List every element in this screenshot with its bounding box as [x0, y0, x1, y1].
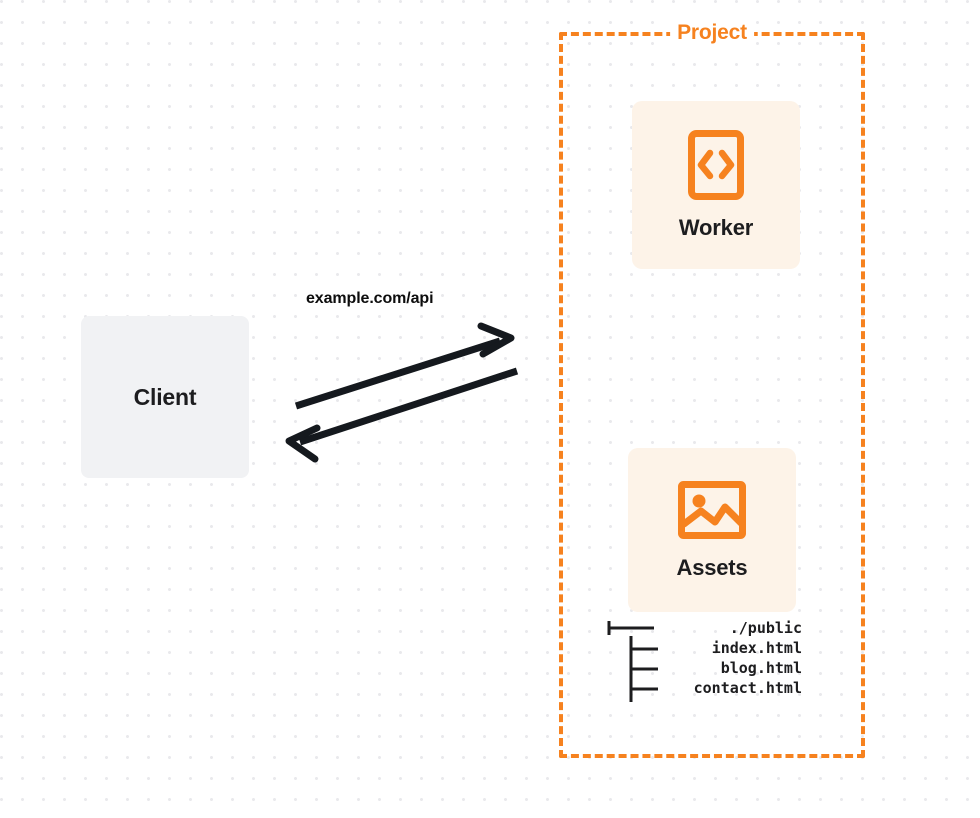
tree-root-label: ./public — [729, 619, 802, 637]
client-label: Client — [133, 383, 197, 410]
tree-row: ./public — [606, 618, 802, 638]
tree-item-label: index.html — [711, 639, 802, 657]
assets-label: Assets — [676, 555, 748, 580]
project-title: Project — [670, 21, 754, 45]
node-assets[interactable]: Assets — [628, 448, 796, 612]
tree-row: contact.html — [606, 678, 802, 698]
response-arrow — [285, 367, 519, 463]
assets-file-tree: ./public index.html blog.html contact.ht… — [606, 618, 802, 702]
tree-row: index.html — [606, 638, 802, 658]
project-container: Project — [559, 21, 865, 758]
request-arrow — [294, 322, 515, 410]
tree-row: blog.html — [606, 658, 802, 678]
connection-label: example.com/api — [306, 290, 434, 307]
tree-item-label: blog.html — [720, 659, 802, 677]
tree-item-label: contact.html — [693, 679, 802, 697]
node-worker[interactable]: Worker — [632, 101, 800, 269]
node-client[interactable]: Client — [81, 316, 249, 478]
image-icon — [678, 481, 746, 539]
code-brackets-icon — [688, 130, 744, 200]
worker-label: Worker — [678, 215, 754, 240]
